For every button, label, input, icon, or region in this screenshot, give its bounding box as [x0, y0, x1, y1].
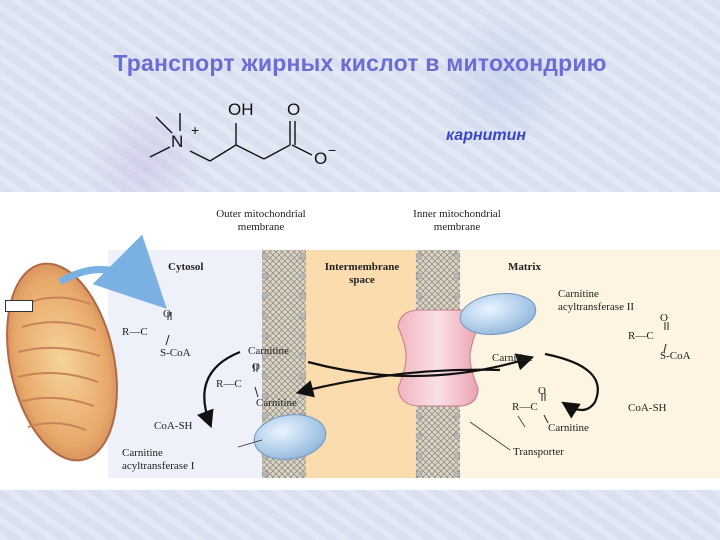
transporter-label: Transporter — [513, 446, 564, 458]
coash-right-label: CoA-SH — [628, 402, 667, 414]
hydroxyl-group: OH — [228, 100, 254, 119]
carnitine-label: карнитин — [446, 127, 527, 144]
carnitine-shuttle-diagram — [6, 234, 720, 478]
carnitine-structure — [149, 113, 313, 162]
carbonyl-oxygen: O — [287, 100, 301, 119]
acyl-coa-rc-left: R—C — [122, 326, 148, 338]
carnitine-label-d: Carnitine — [548, 422, 589, 434]
acyl-carnitine-o-right: O — [538, 385, 546, 397]
zoom-arrow — [58, 234, 167, 309]
acyl-carnitine-rc-left: R—C — [216, 378, 242, 390]
empty-text-box — [5, 300, 33, 312]
positive-charge: + — [191, 122, 200, 138]
cat2-enzyme — [459, 293, 537, 335]
carboxylate-oxygen: O — [314, 149, 328, 168]
acyl-coa-scoa-right: S-CoA — [660, 350, 691, 362]
acyl-coa-o-left: O — [163, 308, 171, 320]
slide-title: Транспорт жирных кислот в митохондрию — [113, 50, 607, 76]
acyl-coa-o-right: O — [660, 312, 668, 324]
acyl-coa-rc-right: R—C — [628, 330, 654, 342]
carnitine-label-b: Carnitine — [256, 397, 297, 409]
matrix-label: Matrix — [508, 261, 541, 273]
carnitine-label-c: Carnitine — [492, 352, 533, 364]
cytosol-label: Cytosol — [168, 261, 204, 273]
mitochondrion-illustration — [6, 262, 118, 462]
acyl-coa-scoa-left: S-CoA — [160, 347, 191, 359]
acyl-carnitine-rc-right: R—C — [512, 401, 538, 413]
carnitine-label-a: Carnitine — [248, 345, 289, 357]
coash-left-label: CoA-SH — [154, 420, 193, 432]
negative-charge: − — [328, 142, 337, 158]
acyl-carnitine-o-left: O — [252, 361, 260, 373]
cytosol-region — [108, 250, 266, 478]
nitrogen-atom: N — [171, 132, 184, 151]
